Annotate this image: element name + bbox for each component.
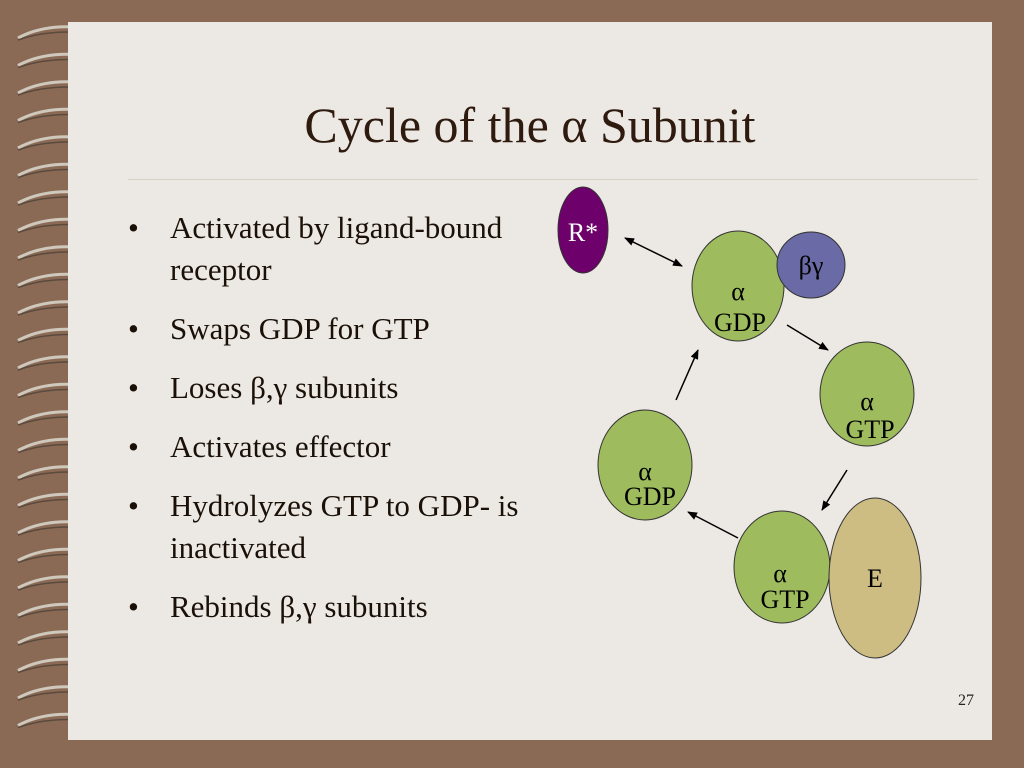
alpha-gtp-label: GTP <box>760 585 809 614</box>
arrow-receptor-alpha <box>624 237 683 267</box>
receptor-node: R* <box>557 186 609 274</box>
alpha-gtp-bottom-node: α GTP <box>733 510 831 624</box>
arrow-top-to-right <box>786 324 829 351</box>
bullet-item: •Loses β,γ subunits <box>128 370 399 405</box>
bullet-list: •Activated by ligand-bound receptor •Swa… <box>128 207 528 645</box>
alpha-gtp-label: GTP <box>845 415 894 444</box>
effector-label: E <box>867 564 883 593</box>
bullet-text: Activated by ligand-bound receptor <box>170 210 503 287</box>
receptor-label: R* <box>568 218 598 247</box>
slide-title: Cycle of the α Subunit <box>304 97 756 153</box>
bullet-item: •Activates effector <box>128 429 391 464</box>
bullet-text: Loses β,γ subunits <box>170 370 399 405</box>
bullet-item: •Hydrolyzes GTP to GDP- is inactivated <box>128 488 519 565</box>
title-divider <box>128 179 978 180</box>
alpha-gdp-label: GDP <box>714 308 766 337</box>
beta-gamma-label: βγ <box>799 251 824 280</box>
arrow-bottom-to-left <box>687 511 739 539</box>
bullet-item: •Rebinds β,γ subunits <box>128 589 428 624</box>
alpha-symbol: α <box>638 457 652 486</box>
slide-page: Cycle of the α Subunit •Activated by lig… <box>68 22 992 740</box>
bullet-item: •Swaps GDP for GTP <box>128 311 430 346</box>
arrow-left-to-top <box>675 349 699 401</box>
bullet-text: Activates effector <box>170 429 391 464</box>
page-number: 27 <box>958 692 974 709</box>
beta-gamma-node: βγ <box>776 231 846 299</box>
bullet-item: •Activated by ligand-bound receptor <box>128 210 503 287</box>
effector-node: E <box>828 497 922 659</box>
alpha-gdp-top-node: α GDP <box>691 230 785 342</box>
bullet-text: Hydrolyzes GTP to GDP- is inactivated <box>170 488 519 565</box>
alpha-symbol: α <box>731 277 745 306</box>
bullet-text: Swaps GDP for GTP <box>170 311 430 346</box>
arrow-right-to-bottom <box>821 469 848 511</box>
alpha-gtp-right-node: α GTP <box>819 341 915 447</box>
alpha-symbol: α <box>860 387 874 416</box>
alpha-gdp-left-node: α GDP <box>597 409 693 521</box>
alpha-gdp-label: GDP <box>624 482 676 511</box>
bullet-text: Rebinds β,γ subunits <box>170 589 428 624</box>
alpha-symbol: α <box>773 559 787 588</box>
